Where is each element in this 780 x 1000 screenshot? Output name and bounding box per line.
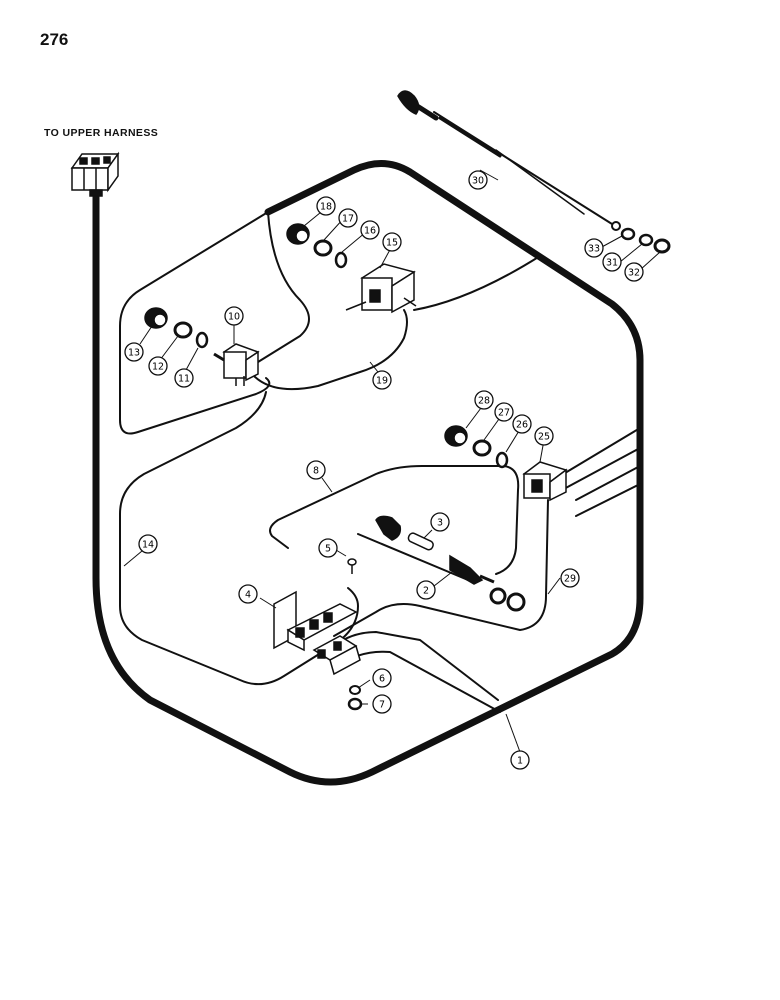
callout-25: 25: [534, 426, 554, 446]
callout-6: 6: [372, 668, 392, 688]
callout-12: 12: [148, 356, 168, 376]
harness-wires: [119, 211, 641, 713]
callout-number: 18: [320, 202, 332, 213]
callout-27: 27: [494, 402, 514, 422]
callout-number: 25: [538, 432, 550, 443]
callout-number: 32: [628, 268, 640, 279]
page-number: 276: [40, 30, 69, 49]
callout-2: 2: [416, 580, 436, 600]
callout-8: 8: [306, 460, 326, 480]
callout-29: 29: [560, 568, 580, 588]
callout-number: 1: [517, 756, 523, 767]
callout-11: 11: [174, 368, 194, 388]
knob-28-icon: [444, 425, 468, 447]
callout-number: 2: [423, 586, 429, 597]
callout-16: 16: [360, 220, 380, 240]
callout-number: 7: [379, 700, 385, 711]
callout-number: 11: [178, 374, 190, 385]
callout-31: 31: [602, 252, 622, 272]
callout-number: 15: [386, 238, 398, 249]
callout-number: 10: [228, 312, 240, 323]
callout-13: 13: [124, 342, 144, 362]
callout-number: 33: [588, 244, 600, 255]
callout-number: 12: [152, 362, 164, 373]
callout-number: 16: [364, 226, 376, 237]
callout-number: 31: [606, 258, 618, 269]
callout-14: 14: [138, 534, 158, 554]
callout-number: 30: [472, 176, 484, 187]
callout-number: 14: [142, 540, 154, 551]
callout-19: 19: [372, 370, 392, 390]
callout-32: 32: [624, 262, 644, 282]
terminal-strip-4-icon: [273, 590, 361, 676]
switch-10-icon: [213, 343, 260, 386]
callout-number: 17: [342, 214, 354, 225]
switch-25-icon: [522, 461, 568, 502]
callout-number: 26: [516, 420, 528, 431]
callout-4: 4: [238, 584, 258, 604]
callout-number: 6: [379, 674, 385, 685]
callout-number: 29: [564, 574, 576, 585]
callout-number: 5: [325, 544, 331, 555]
knob-icons: [144, 223, 468, 447]
callout-15: 15: [382, 232, 402, 252]
callout-18: 18: [316, 196, 336, 216]
upper-harness-label: TO UPPER HARNESS: [44, 127, 159, 139]
callout-28: 28: [474, 390, 494, 410]
washer-icons: [173, 227, 671, 711]
callout-number: 3: [437, 518, 443, 529]
knob-13-icon: [144, 307, 168, 329]
throttle-cable: [397, 90, 621, 231]
callout-number: 28: [478, 396, 490, 407]
callout-3: 3: [430, 512, 450, 532]
callout-number: 27: [498, 408, 510, 419]
callout-number: 4: [245, 590, 251, 601]
callout-17: 17: [338, 208, 358, 228]
callout-7: 7: [372, 694, 392, 714]
switch-15-icon: [345, 263, 417, 314]
callout-10: 10: [224, 306, 244, 326]
callout-26: 26: [512, 414, 532, 434]
main-harness-cable: [92, 160, 644, 786]
callout-number: 13: [128, 348, 140, 359]
callout-5: 5: [318, 538, 338, 558]
screw-5-icon: [347, 558, 357, 574]
callout-number: 19: [376, 376, 388, 387]
callout-number: 8: [313, 466, 319, 477]
upper-harness-connector: [70, 151, 120, 197]
callout-labels: 1234567810111213141516171819252627282930…: [124, 170, 644, 770]
fuse-holder-icon: [375, 515, 495, 585]
callout-30: 30: [468, 170, 488, 190]
callout-1: 1: [510, 750, 530, 770]
knob-18-icon: [286, 223, 310, 245]
callout-33: 33: [584, 238, 604, 258]
